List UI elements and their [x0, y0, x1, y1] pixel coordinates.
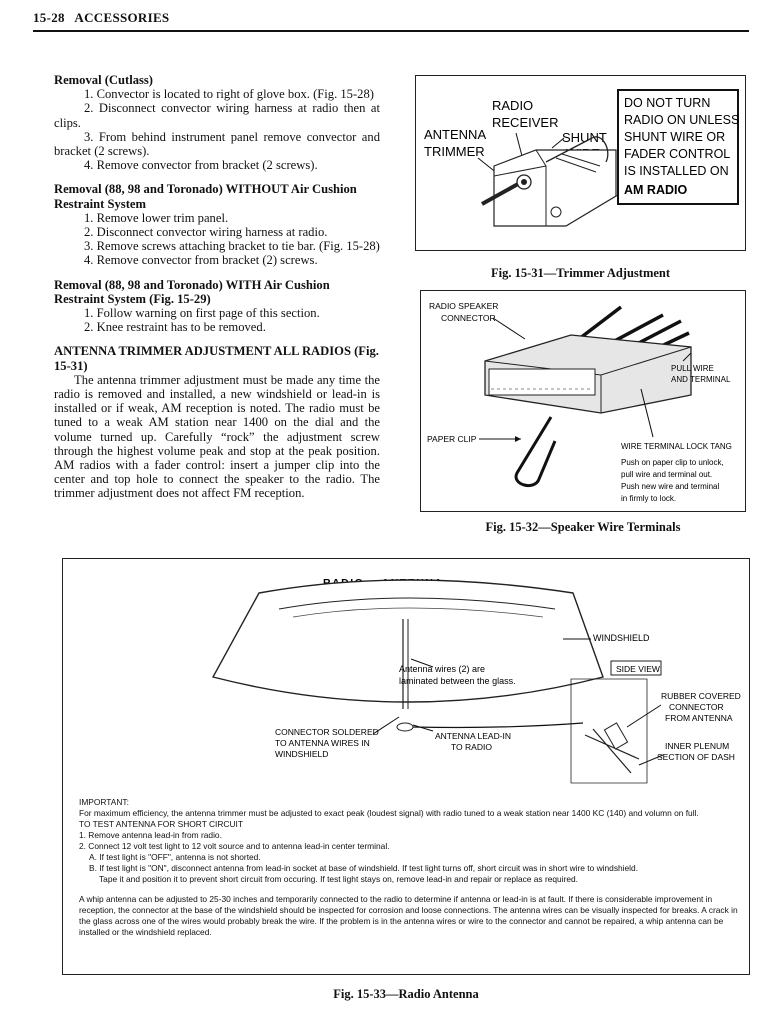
label-lock-tang: WIRE TERMINAL LOCK TANG: [621, 442, 732, 451]
instruction-line: Push new wire and terminal: [621, 482, 719, 491]
page-header: 15-28 ACCESSORIES: [33, 10, 749, 32]
label-lead-in: ANTENNA LEAD-IN: [435, 731, 511, 741]
label-radio-speaker: RADIO SPEAKER: [429, 301, 498, 311]
note-text: TO TEST ANTENNA FOR SHORT CIRCUIT: [79, 819, 243, 829]
section-title: ACCESSORIES: [74, 10, 170, 25]
important-notes: IMPORTANT: For maximum efficiency, the a…: [79, 797, 743, 938]
note-text: Tape it and position it to prevent short…: [99, 874, 579, 884]
figure-radio-antenna: RADIO ANTENNA Antenna wires (2) are lami…: [62, 558, 750, 975]
note-text: A whip antenna can be adjusted to 25-30 …: [79, 894, 738, 937]
heading-with-cushion: Removal (88, 98 and Toronado) WITH Air C…: [54, 277, 330, 306]
step: 3. From behind instrument panel remove c…: [54, 129, 380, 159]
step: 2. Knee restraint has to be removed.: [84, 320, 266, 335]
label-rubber-connector: CONNECTOR: [669, 702, 724, 712]
step: 3. Remove screws attaching bracket to ti…: [84, 239, 380, 254]
label-shunt: SHUNT: [562, 130, 607, 145]
heading-cutlass: Removal (Cutlass): [54, 73, 153, 87]
label-connector: CONNECTOR: [441, 313, 496, 323]
caption-fig-15-33: Fig. 15-33—Radio Antenna: [333, 987, 479, 1001]
label-side-view: SIDE VIEW: [616, 664, 660, 674]
label-and-terminal: AND TERMINAL: [671, 375, 731, 384]
label-trimmer: TRIMMER: [424, 144, 485, 159]
label-laminated: laminated between the glass.: [399, 676, 516, 686]
caption-fig-15-31: Fig. 15-31—Trimmer Adjustment: [490, 266, 671, 280]
step: 4. Remove convector from bracket (2 scre…: [84, 158, 318, 173]
step: 1. Follow warning on first page of this …: [84, 306, 320, 321]
figure-trimmer: RADIO RECEIVER ANTENNA TRIMMER SHUNT WIR…: [415, 75, 746, 251]
step: 2. Disconnect convector wiring harness a…: [84, 225, 328, 240]
step: 2. Disconnect convector wiring harness a…: [54, 101, 380, 130]
label-from-antenna: FROM ANTENNA: [665, 713, 733, 723]
label-inner-plenum: INNER PLENUM: [665, 741, 729, 751]
label-antenna-wires: Antenna wires (2) are: [399, 664, 485, 674]
label-paper-clip: PAPER CLIP: [427, 434, 477, 444]
trimmer-illustration: RADIO RECEIVER ANTENNA TRIMMER SHUNT WIR…: [424, 89, 739, 227]
speaker-terminals-illustration: RADIO SPEAKER CONNECTOR PAPER CLIP PULL …: [427, 301, 732, 503]
note-text: A. If test light is "OFF", antenna is no…: [89, 852, 261, 862]
label-section-of-dash: SECTION OF DASH: [657, 752, 735, 762]
heading-trimmer: ANTENNA TRIMMER ADJUSTMENT ALL RADIOS (F…: [54, 344, 379, 373]
warning-line: SHUNT WIRE OR: [624, 130, 725, 144]
caption-fig-15-32: Fig. 15-32—Speaker Wire Terminals: [485, 520, 681, 534]
warning-line: FADER CONTROL: [624, 147, 730, 161]
label-receiver: RECEIVER: [492, 115, 558, 130]
step: 1. Convector is located to right of glov…: [84, 87, 374, 102]
label-radio: RADIO: [492, 98, 533, 113]
instruction-line: Push on paper clip to unlock,: [621, 458, 724, 467]
label-soldered: WINDSHIELD: [275, 749, 328, 759]
label-soldered: CONNECTOR SOLDERED: [275, 727, 379, 737]
label-to-radio: TO RADIO: [451, 742, 492, 752]
left-column: Removal (Cutlass) 1. Convector is locate…: [54, 73, 380, 501]
heading-without-cushion: Removal (88, 98 and Toronado) WITHOUT Ai…: [54, 182, 357, 211]
trimmer-body: The antenna trimmer adjustment must be m…: [54, 372, 380, 501]
warning-line: IS INSTALLED ON: [624, 164, 729, 178]
note-text: B. If test light is "ON", disconnect ant…: [89, 863, 639, 873]
step: 1. Remove lower trim panel.: [84, 210, 229, 225]
note-text: For maximum efficiency, the antenna trim…: [79, 808, 699, 818]
label-pull-wire: PULL WIRE: [671, 364, 714, 373]
note-text: 2. Connect 12 volt test light to 12 volt…: [79, 841, 390, 851]
instruction-line: pull wire and terminal out.: [621, 470, 712, 479]
figure-speaker-terminals: RADIO SPEAKER CONNECTOR PAPER CLIP PULL …: [420, 290, 746, 512]
warning-line: RADIO ON UNLESS: [624, 113, 739, 127]
page-number: 15-28: [33, 10, 65, 25]
antenna-illustration: RADIO ANTENNA Antenna wires (2) are lami…: [211, 577, 741, 784]
step: 4. Remove convector from bracket (2) scr…: [84, 253, 318, 268]
warning-line: DO NOT TURN: [624, 96, 710, 110]
label-rubber-covered: RUBBER COVERED: [661, 691, 741, 701]
note-important: IMPORTANT:: [79, 797, 129, 807]
warning-line: AM RADIO: [624, 183, 687, 197]
instruction-line: in firmly to lock.: [621, 494, 676, 503]
label-antenna: ANTENNA: [424, 127, 486, 142]
label-windshield: WINDSHIELD: [593, 633, 650, 643]
label-soldered: TO ANTENNA WIRES IN: [275, 738, 370, 748]
note-text: 1. Remove antenna lead-in from radio.: [79, 830, 222, 840]
